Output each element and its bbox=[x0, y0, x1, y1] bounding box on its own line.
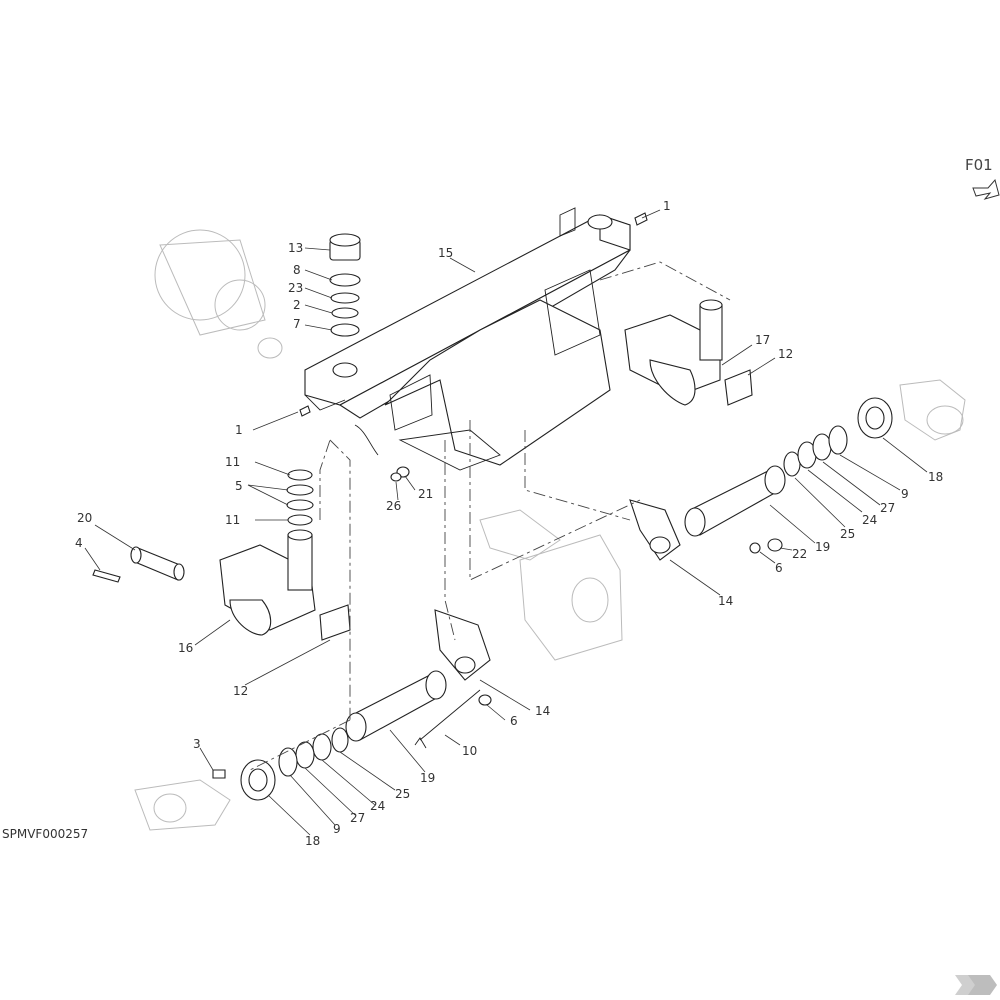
callout-25-right: 25 bbox=[840, 527, 855, 541]
driveshaft-ghost-lower bbox=[134, 779, 231, 831]
callout-25-lower: 25 bbox=[395, 787, 410, 801]
callout-10: 10 bbox=[462, 744, 477, 758]
figure-code: F01 bbox=[965, 156, 993, 174]
callout-12-right: 12 bbox=[778, 347, 793, 361]
callout-9-lower: 9 bbox=[333, 822, 341, 836]
upper-bushing-stack bbox=[329, 233, 361, 337]
callout-13: 13 bbox=[288, 241, 303, 255]
callout-11-lower: 11 bbox=[225, 513, 240, 527]
callout-14-lower: 14 bbox=[535, 704, 550, 718]
driveshaft-ghost-upper bbox=[154, 229, 283, 359]
callout-6-lower: 6 bbox=[510, 714, 518, 728]
small-fasteners bbox=[299, 212, 648, 482]
callout-5: 5 bbox=[235, 479, 243, 493]
callout-18-right: 18 bbox=[928, 470, 943, 484]
gearbox-ghost bbox=[479, 509, 623, 661]
callout-4: 4 bbox=[75, 536, 83, 550]
callout-24-right: 24 bbox=[862, 513, 877, 527]
kramp-logo bbox=[955, 975, 997, 995]
callout-20: 20 bbox=[77, 511, 92, 525]
callout-15: 15 bbox=[438, 246, 453, 260]
callout-labels: 1 15 13 8 23 2 7 17 12 1 11 5 11 21 26 1… bbox=[75, 199, 943, 848]
callout-8: 8 bbox=[293, 263, 301, 277]
left-ring-stack bbox=[286, 469, 314, 526]
axle-beam-part bbox=[304, 207, 631, 471]
view-arrow-icon bbox=[972, 178, 1000, 200]
callout-2: 2 bbox=[293, 298, 301, 312]
callout-1-top: 1 bbox=[663, 199, 671, 213]
center-lines bbox=[249, 261, 731, 771]
pin-part bbox=[92, 546, 185, 583]
callout-21: 21 bbox=[418, 487, 433, 501]
right-pivot-bracket bbox=[624, 299, 753, 406]
callout-19-lower: 19 bbox=[420, 771, 435, 785]
callout-1-left: 1 bbox=[235, 423, 243, 437]
callout-11-upper: 11 bbox=[225, 455, 240, 469]
callout-3: 3 bbox=[193, 737, 201, 751]
leader-lines bbox=[84, 209, 928, 836]
right-tube-assembly bbox=[629, 397, 893, 561]
drawing-number: SPMVF000257 bbox=[2, 827, 88, 841]
callout-27-lower: 27 bbox=[350, 811, 365, 825]
callout-22: 22 bbox=[792, 547, 807, 561]
driveshaft-ghost-right bbox=[899, 379, 966, 441]
callout-27-right: 27 bbox=[880, 501, 895, 515]
callout-7: 7 bbox=[293, 317, 301, 331]
callout-17: 17 bbox=[755, 333, 770, 347]
callout-14-right: 14 bbox=[718, 594, 733, 608]
callout-24-lower: 24 bbox=[370, 799, 385, 813]
left-pivot-bracket bbox=[219, 529, 351, 641]
callout-6-right: 6 bbox=[775, 561, 783, 575]
callout-23: 23 bbox=[288, 281, 303, 295]
callout-9-right: 9 bbox=[901, 487, 909, 501]
lower-tube-assembly bbox=[212, 609, 492, 801]
callout-12-left: 12 bbox=[233, 684, 248, 698]
callout-19-right: 19 bbox=[815, 540, 830, 554]
callout-26: 26 bbox=[386, 499, 401, 513]
callout-16: 16 bbox=[178, 641, 193, 655]
callout-18-lower: 18 bbox=[305, 834, 320, 848]
